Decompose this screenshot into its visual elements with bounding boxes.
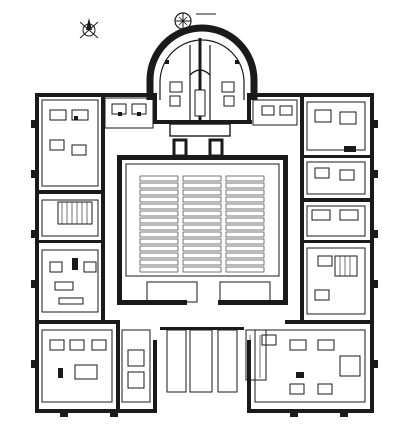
pew (182, 217, 222, 224)
pew (182, 266, 222, 273)
buttress (374, 230, 378, 238)
pew (182, 189, 222, 196)
pew (225, 175, 265, 182)
buttress (374, 120, 378, 128)
buttress (374, 170, 378, 178)
pew (225, 231, 265, 238)
buttress (374, 280, 378, 288)
buttress (31, 360, 35, 368)
pew (182, 259, 222, 266)
buttress (340, 413, 348, 417)
pew (225, 210, 265, 217)
right-wing (245, 93, 374, 403)
buttress (31, 280, 35, 288)
pew (139, 245, 179, 252)
outer-walls (35, 93, 374, 413)
pew (139, 189, 179, 196)
pew (139, 231, 179, 238)
pew (139, 217, 179, 224)
pew (225, 196, 265, 203)
pew (182, 175, 222, 182)
pew (182, 252, 222, 259)
pew (225, 238, 265, 245)
pew (225, 182, 265, 189)
buttress (374, 360, 378, 368)
pew (182, 231, 222, 238)
apse (146, 24, 258, 120)
buttress (110, 413, 118, 417)
north-arrow-icon (79, 18, 99, 39)
pew (139, 259, 179, 266)
pew (139, 175, 179, 182)
pew (182, 238, 222, 245)
buttress (290, 413, 298, 417)
pew (225, 203, 265, 210)
pew (139, 252, 179, 259)
pew (182, 224, 222, 231)
pew (225, 252, 265, 259)
pew (139, 203, 179, 210)
pew (182, 210, 222, 217)
pew (182, 203, 222, 210)
buttress (31, 230, 35, 238)
buttress (31, 170, 35, 178)
pew (225, 245, 265, 252)
pew (139, 196, 179, 203)
pew (225, 217, 265, 224)
pew (225, 224, 265, 231)
pew (225, 189, 265, 196)
pew (139, 224, 179, 231)
pew (182, 182, 222, 189)
left-wing (35, 93, 154, 413)
pews (139, 175, 265, 273)
buttress (60, 413, 68, 417)
pew (139, 182, 179, 189)
pew (225, 266, 265, 273)
pew (225, 259, 265, 266)
pew (182, 245, 222, 252)
pew (182, 196, 222, 203)
pew (139, 266, 179, 273)
pew (139, 238, 179, 245)
buttress (31, 120, 35, 128)
buttresses (31, 120, 378, 417)
entrance-portico (146, 281, 271, 393)
pew (139, 210, 179, 217)
